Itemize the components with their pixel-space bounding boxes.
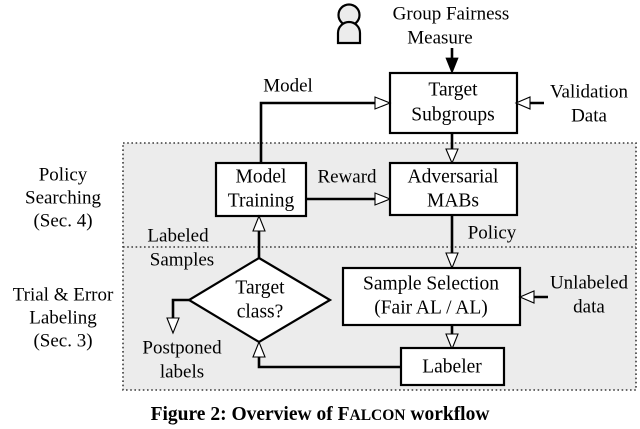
node-target-subgroups-label-line2: Subgroups xyxy=(411,104,494,125)
node-adversarial-mabs-label-line2: MABs xyxy=(427,190,479,211)
edge-model-label: Model xyxy=(263,75,313,96)
caption-suffix: workflow xyxy=(405,404,490,425)
node-postponed-labels-line2: labels xyxy=(160,361,204,382)
edge-actor-to-target-arrowhead xyxy=(445,57,459,75)
node-postponed-labels-line1: Postponed xyxy=(142,337,222,358)
node-validation-data-line1: Validation xyxy=(550,81,629,102)
node-target-class-label-line1: Target xyxy=(235,277,285,298)
node-model-training-label-line2: Training xyxy=(228,190,295,211)
edge-unlabeled-to-selection-arrowhead xyxy=(518,290,535,304)
edge-labeler-to-decision-line xyxy=(257,355,401,369)
node-target-subgroups[interactable] xyxy=(388,71,519,135)
node-target-subgroups-label-line1: Target xyxy=(428,79,478,100)
node-validation-data-line2: Data xyxy=(571,105,607,126)
edge-validation-to-target-arrowhead xyxy=(514,96,531,110)
node-adversarial-mabs[interactable] xyxy=(388,161,519,217)
edge-policy-arrowhead xyxy=(445,252,459,270)
person-icon xyxy=(336,3,362,45)
edge-reward-arrowhead xyxy=(374,192,392,206)
edge-reward-label: Reward xyxy=(317,166,377,187)
node-labeler[interactable] xyxy=(399,346,506,387)
region-label-trial-error-line3: (Sec. 3) xyxy=(33,330,92,351)
region-box-combined xyxy=(122,142,637,391)
caption-prefix: Figure 2: Overview of xyxy=(150,404,338,425)
edge-policy-label: Policy xyxy=(468,222,517,243)
edge-selection-to-labeler-arrowhead xyxy=(445,333,459,351)
edge-decision-to-postponed-arrowhead xyxy=(166,317,180,335)
actor-label-line1: Group Fairness xyxy=(393,3,510,24)
region-label-policy-searching-line1: Policy xyxy=(39,164,88,185)
caption-smallcaps-first: F xyxy=(337,404,350,425)
edge-labeler-to-decision-arrowhead xyxy=(252,340,266,358)
node-target-class-label-line2: class? xyxy=(237,301,284,322)
edge-labeled-samples-label-line1: Labeled xyxy=(147,225,209,246)
edge-decision-to-postponed-line xyxy=(171,298,189,320)
edge-labeled-samples-label-line2: Samples xyxy=(150,249,214,270)
node-sample-selection-label-line2: (Fair AL / AL) xyxy=(374,297,488,318)
edge-target-to-mabs-arrowhead xyxy=(445,148,459,165)
edge-model-line xyxy=(259,101,375,163)
region-label-trial-error-line2: Labeling xyxy=(29,307,97,328)
region-label-policy-searching-line2: Searching xyxy=(25,187,101,208)
region-label-trial-error-line1: Trial & Error xyxy=(13,284,114,305)
node-model-training-label-line1: Model xyxy=(236,166,287,187)
figure-caption: Figure 2: Overview of FALCON workflow xyxy=(0,404,640,426)
node-sample-selection-label-line1: Sample Selection xyxy=(363,273,499,294)
node-unlabeled-data-line2: data xyxy=(573,296,605,317)
node-unlabeled-data-line1: Unlabeled xyxy=(550,272,629,293)
region-label-policy-searching-line3: (Sec. 4) xyxy=(33,210,92,231)
node-labeler-label: Labeler xyxy=(422,356,482,377)
edge-decision-to-training-arrowhead xyxy=(252,214,266,232)
caption-smallcaps-rest: ALCON xyxy=(349,407,406,424)
node-adversarial-mabs-label-line1: Adversarial xyxy=(408,166,500,187)
node-model-training[interactable] xyxy=(214,161,308,218)
actor-label-line2: Measure xyxy=(407,27,472,48)
edge-model-arrowhead xyxy=(374,96,392,110)
